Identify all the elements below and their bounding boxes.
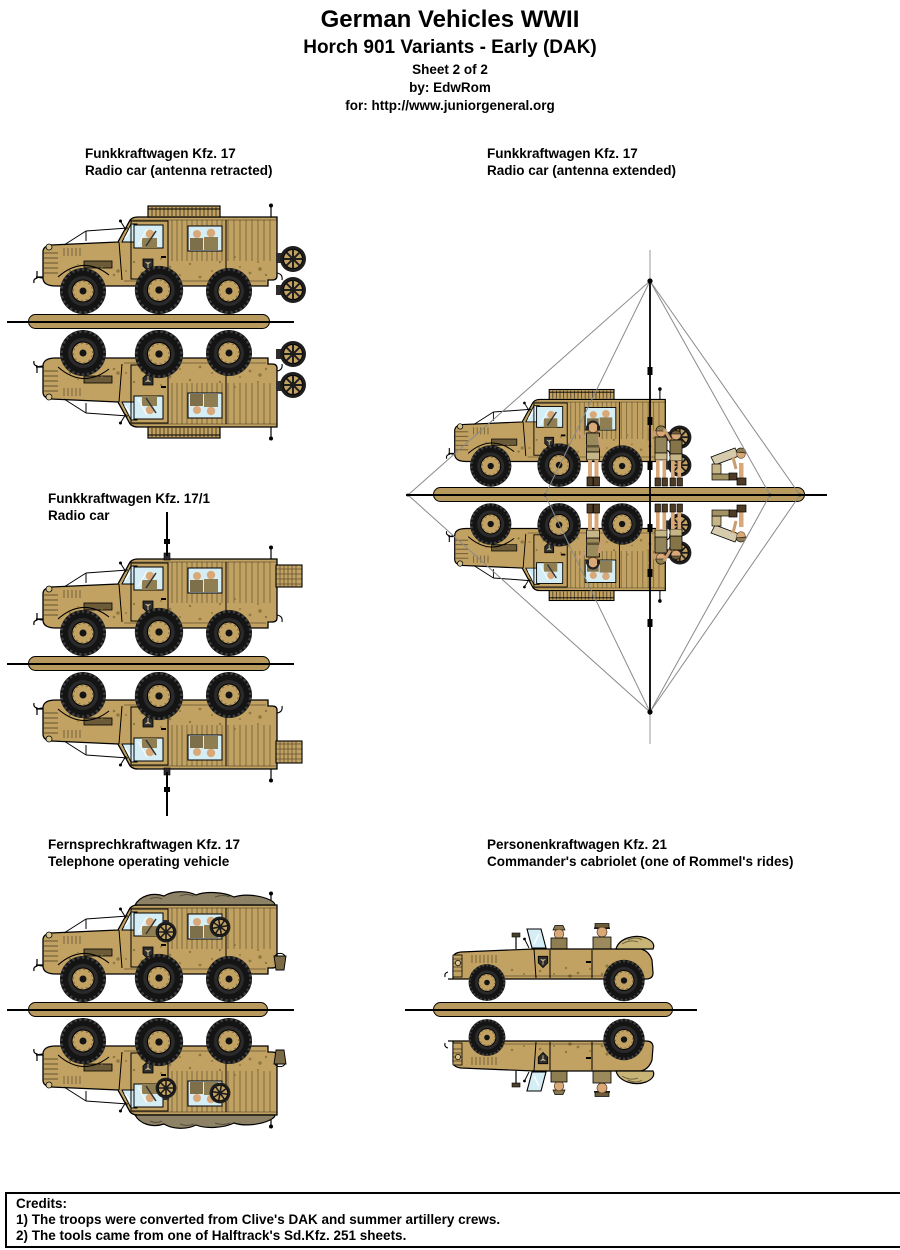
fold-line xyxy=(406,494,827,496)
kfz17-retracted-illustration-mirrored xyxy=(30,330,310,443)
section-subtitle: Radio car (antenna extended) xyxy=(487,163,677,178)
label-kfz21: Personenkraftwagen Kfz. 21 Commander's c… xyxy=(487,836,794,870)
fold-line xyxy=(7,1009,294,1011)
kfz17-retracted-illustration xyxy=(30,201,310,314)
section-subtitle: Telephone operating vehicle xyxy=(48,854,230,869)
section-title: Funkkraftwagen Kfz. 17 xyxy=(85,146,236,161)
whip-antenna-mirrored xyxy=(164,772,170,816)
kfz21-illustration xyxy=(442,922,682,1002)
author-line: by: EdwRom xyxy=(409,80,491,95)
section-subtitle: Radio car (antenna retracted) xyxy=(85,163,273,178)
credits-line: 2) The tools came from one of Halftrack'… xyxy=(16,1228,407,1243)
credits-heading: Credits: xyxy=(16,1196,68,1211)
label-kfz17-retracted: Funkkraftwagen Kfz. 17 Radio car (antenn… xyxy=(85,145,273,179)
website-line: for: http://www.juniorgeneral.org xyxy=(345,98,555,113)
fold-line xyxy=(405,1009,697,1011)
label-kfz17-extended: Funkkraftwagen Kfz. 17 Radio car (antenn… xyxy=(487,145,676,179)
whip-antenna xyxy=(164,512,170,556)
antenna-mast-and-guy-wires xyxy=(406,250,802,744)
page-subtitle: Horch 901 Variants - Early (DAK) xyxy=(303,37,597,58)
kfz17-1-illustration xyxy=(30,543,310,656)
page-title: German Vehicles WWII xyxy=(320,6,580,33)
section-subtitle: Radio car xyxy=(48,508,110,523)
kfz21-illustration-mirrored xyxy=(442,1018,682,1098)
sheet-number: Sheet 2 of 2 xyxy=(412,62,488,77)
section-title: Fernsprechkraftwagen Kfz. 17 xyxy=(48,837,241,852)
label-kfz17-1: Funkkraftwagen Kfz. 17/1 Radio car xyxy=(48,490,210,524)
label-fernsprech: Fernsprechkraftwagen Kfz. 17 Telephone o… xyxy=(48,836,240,870)
section-subtitle: Commander's cabriolet (one of Rommel's r… xyxy=(487,854,794,869)
fold-line xyxy=(7,663,294,665)
section-title: Funkkraftwagen Kfz. 17/1 xyxy=(48,491,211,506)
section-title: Personenkraftwagen Kfz. 21 xyxy=(487,837,668,852)
kfz17-1-illustration-mirrored xyxy=(30,672,310,785)
credits-line: 1) The troops were converted from Clive'… xyxy=(16,1212,501,1227)
fold-line xyxy=(7,321,294,323)
fernsprech-illustration xyxy=(30,889,310,1002)
fernsprech-illustration-mirrored xyxy=(30,1018,310,1131)
credits-box: Credits: 1) The troops were converted fr… xyxy=(5,1192,900,1248)
section-title: Funkkraftwagen Kfz. 17 xyxy=(487,146,638,161)
